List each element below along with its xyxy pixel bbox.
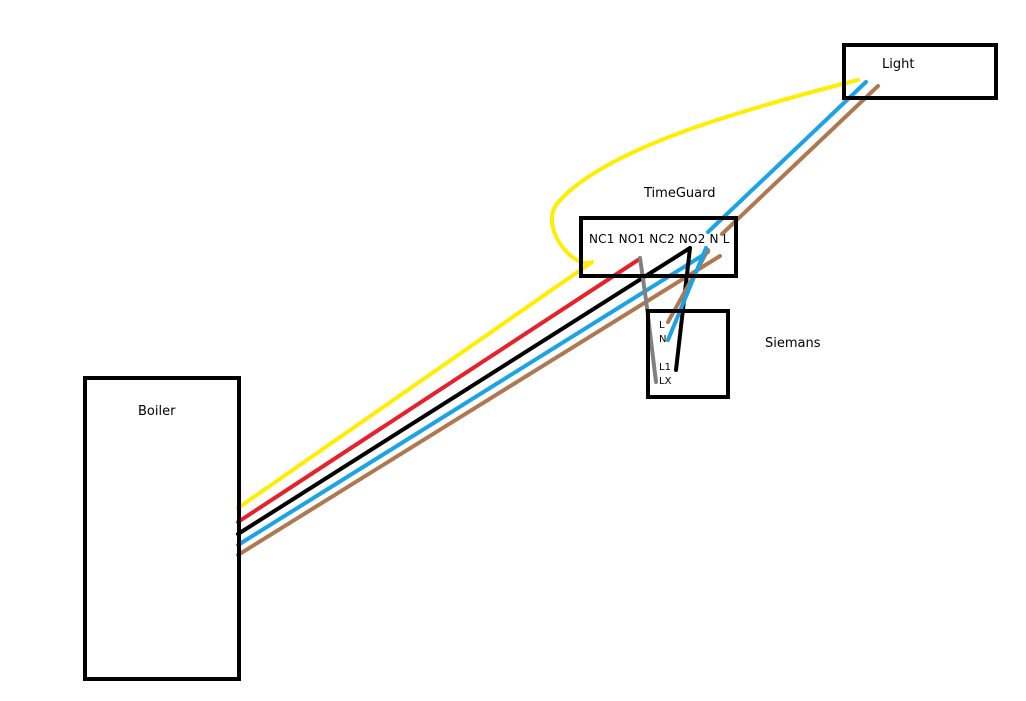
siemans-terminal-lx: LX: [659, 376, 672, 387]
boiler-box: [83, 376, 241, 681]
timeguard-terminals: NC1 NO1 NC2 NO2 N L: [589, 232, 730, 246]
black-wire: [236, 246, 692, 536]
siemans-terminal-n: N: [659, 334, 667, 345]
yellow-wire: [236, 78, 860, 510]
timeguard-box: [579, 216, 738, 278]
blue-wire: [236, 250, 710, 547]
siemans-terminal-l: L: [659, 320, 665, 331]
red-wire: [236, 258, 640, 524]
light-label: Light: [882, 57, 915, 72]
timeguard-label: TimeGuard: [644, 186, 716, 201]
siemans-label: Siemans: [765, 336, 821, 351]
grey-wire-to-siemans: [638, 256, 658, 384]
boiler-label: Boiler: [138, 404, 176, 419]
siemans-box: [646, 309, 730, 399]
brown-wire: [236, 254, 722, 557]
brown-wire-to-light: [720, 84, 880, 236]
siemans-terminal-l1: L1: [659, 362, 671, 373]
blue-wire-to-siemans: [666, 246, 708, 342]
blue-wire-to-light: [706, 80, 868, 234]
light-box: [842, 43, 998, 100]
